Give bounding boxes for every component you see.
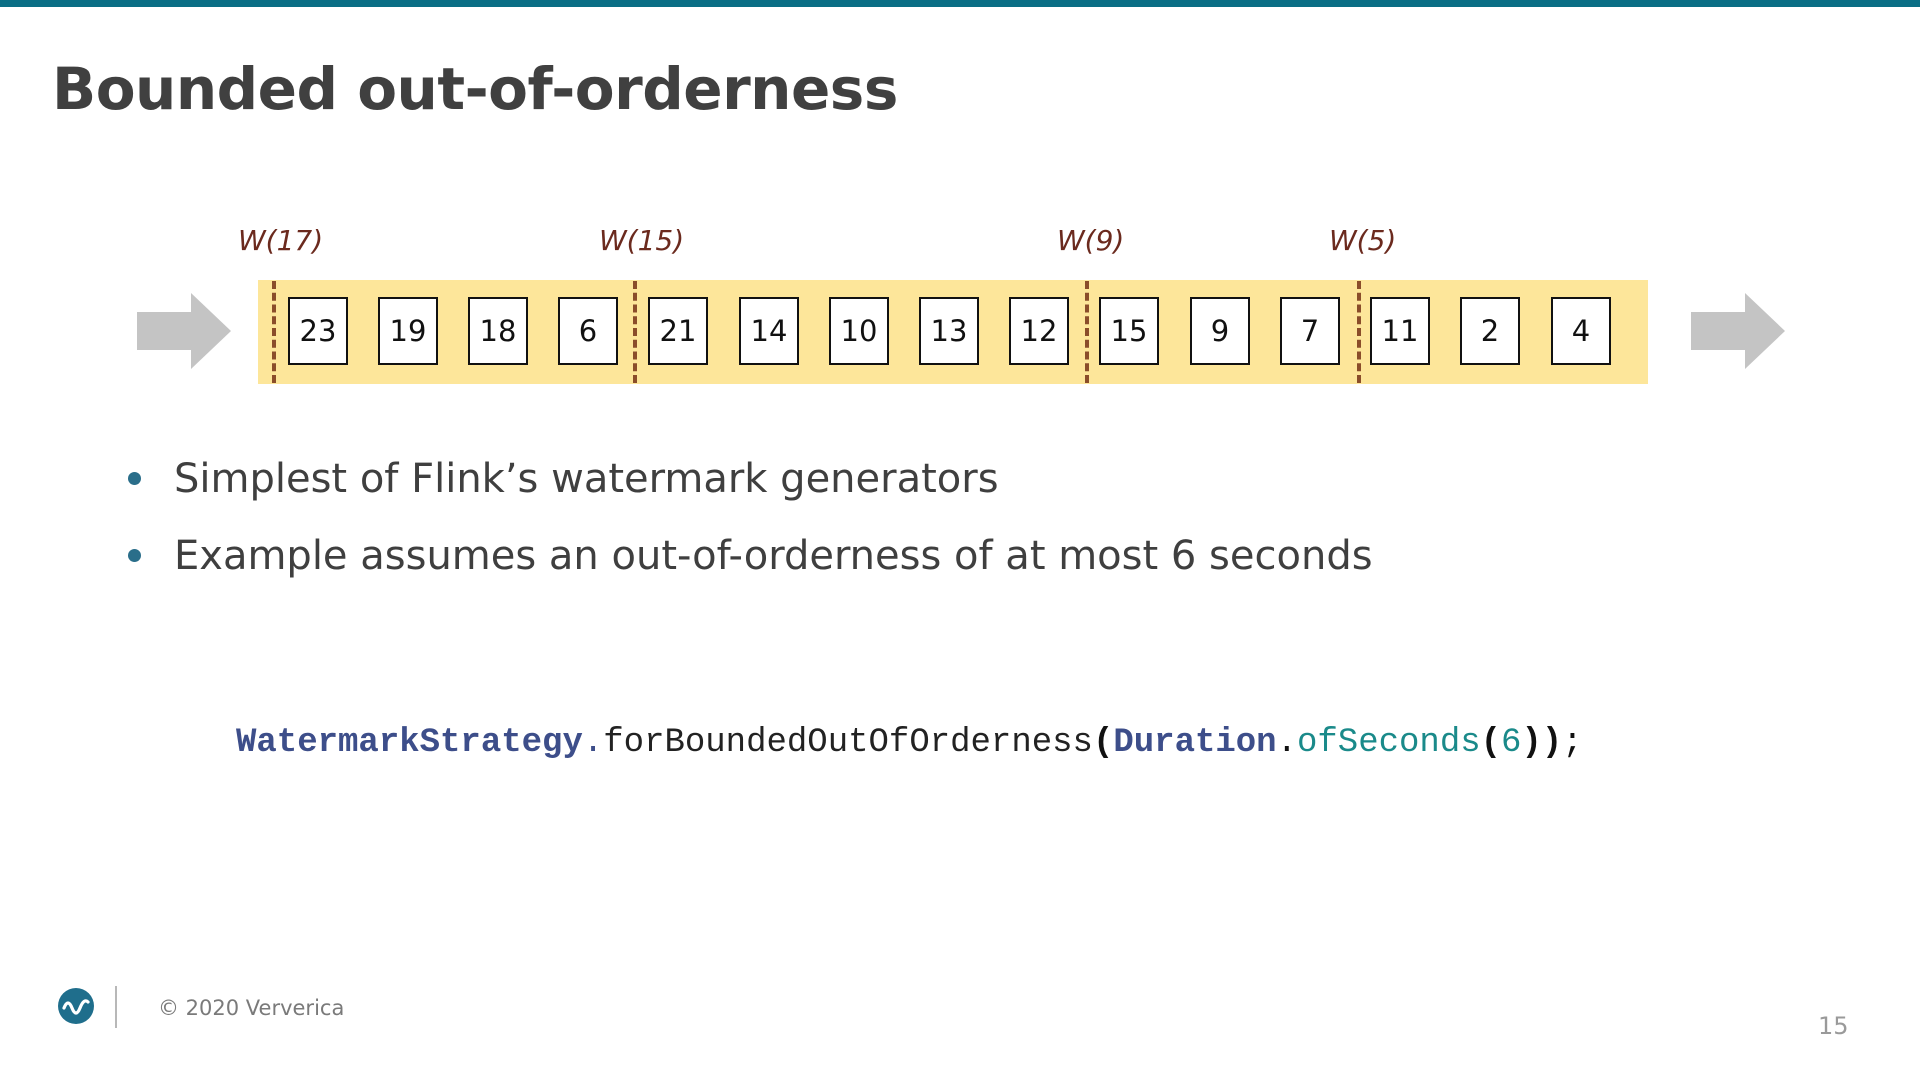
code-dot: . xyxy=(582,724,604,762)
code-semicolon: ; xyxy=(1562,724,1583,762)
watermark-label: W(5) xyxy=(1329,224,1397,257)
footer-divider xyxy=(115,986,117,1028)
top-accent-bar xyxy=(0,0,1920,7)
code-open-paren: ( xyxy=(1480,724,1502,762)
code-class-name: WatermarkStrategy xyxy=(236,724,583,762)
watermark-marker xyxy=(1357,281,1361,383)
code-snippet: WatermarkStrategy.forBoundedOutOfOrderne… xyxy=(236,724,1583,762)
slide-title: Bounded out-of-orderness xyxy=(52,55,898,123)
watermark-marker xyxy=(633,281,637,383)
event-box: 21 xyxy=(648,297,708,365)
event-box: 11 xyxy=(1370,297,1430,365)
ververica-logo-icon xyxy=(58,988,94,1024)
event-box: 12 xyxy=(1009,297,1069,365)
watermark-marker xyxy=(272,281,276,383)
bullet-item: Simplest of Flink’s watermark generators xyxy=(128,440,1373,517)
page-number: 15 xyxy=(1818,1012,1849,1040)
code-arg-method: ofSeconds xyxy=(1297,724,1481,762)
event-box: 13 xyxy=(919,297,979,365)
event-box: 10 xyxy=(829,297,889,365)
code-open-paren: ( xyxy=(1092,724,1114,762)
watermark-label: W(17) xyxy=(238,224,324,257)
bullet-text: Example assumes an out-of-orderness of a… xyxy=(174,532,1373,579)
watermark-stream-diagram: W(17) W(15) W(9) W(5) 23 19 18 6 21 14 1… xyxy=(0,0,1920,420)
watermark-label: W(9) xyxy=(1057,224,1125,257)
bullet-dot-icon xyxy=(128,549,141,562)
bullet-list: Simplest of Flink’s watermark generators… xyxy=(128,440,1373,594)
event-box: 15 xyxy=(1099,297,1159,365)
code-arg-class: Duration xyxy=(1113,724,1277,762)
event-box: 2 xyxy=(1460,297,1520,365)
input-arrow-icon xyxy=(137,293,231,369)
event-box: 4 xyxy=(1551,297,1611,365)
watermark-marker xyxy=(1085,281,1089,383)
event-box: 14 xyxy=(739,297,799,365)
event-box: 7 xyxy=(1280,297,1340,365)
bullet-text: Simplest of Flink’s watermark generators xyxy=(174,455,999,502)
code-dot: . xyxy=(1276,724,1297,762)
code-arg-value: 6 xyxy=(1501,724,1522,762)
bullet-dot-icon xyxy=(128,472,141,485)
copyright-text: © 2020 Ververica xyxy=(158,996,345,1020)
event-box: 23 xyxy=(288,297,348,365)
event-box: 18 xyxy=(468,297,528,365)
event-box: 6 xyxy=(558,297,618,365)
code-close-parens: )) xyxy=(1521,724,1563,762)
event-box: 9 xyxy=(1190,297,1250,365)
code-method-name: forBoundedOutOfOrderness xyxy=(603,724,1093,762)
output-arrow-icon xyxy=(1691,293,1785,369)
bullet-item: Example assumes an out-of-orderness of a… xyxy=(128,517,1373,594)
event-box: 19 xyxy=(378,297,438,365)
watermark-label: W(15) xyxy=(599,224,685,257)
